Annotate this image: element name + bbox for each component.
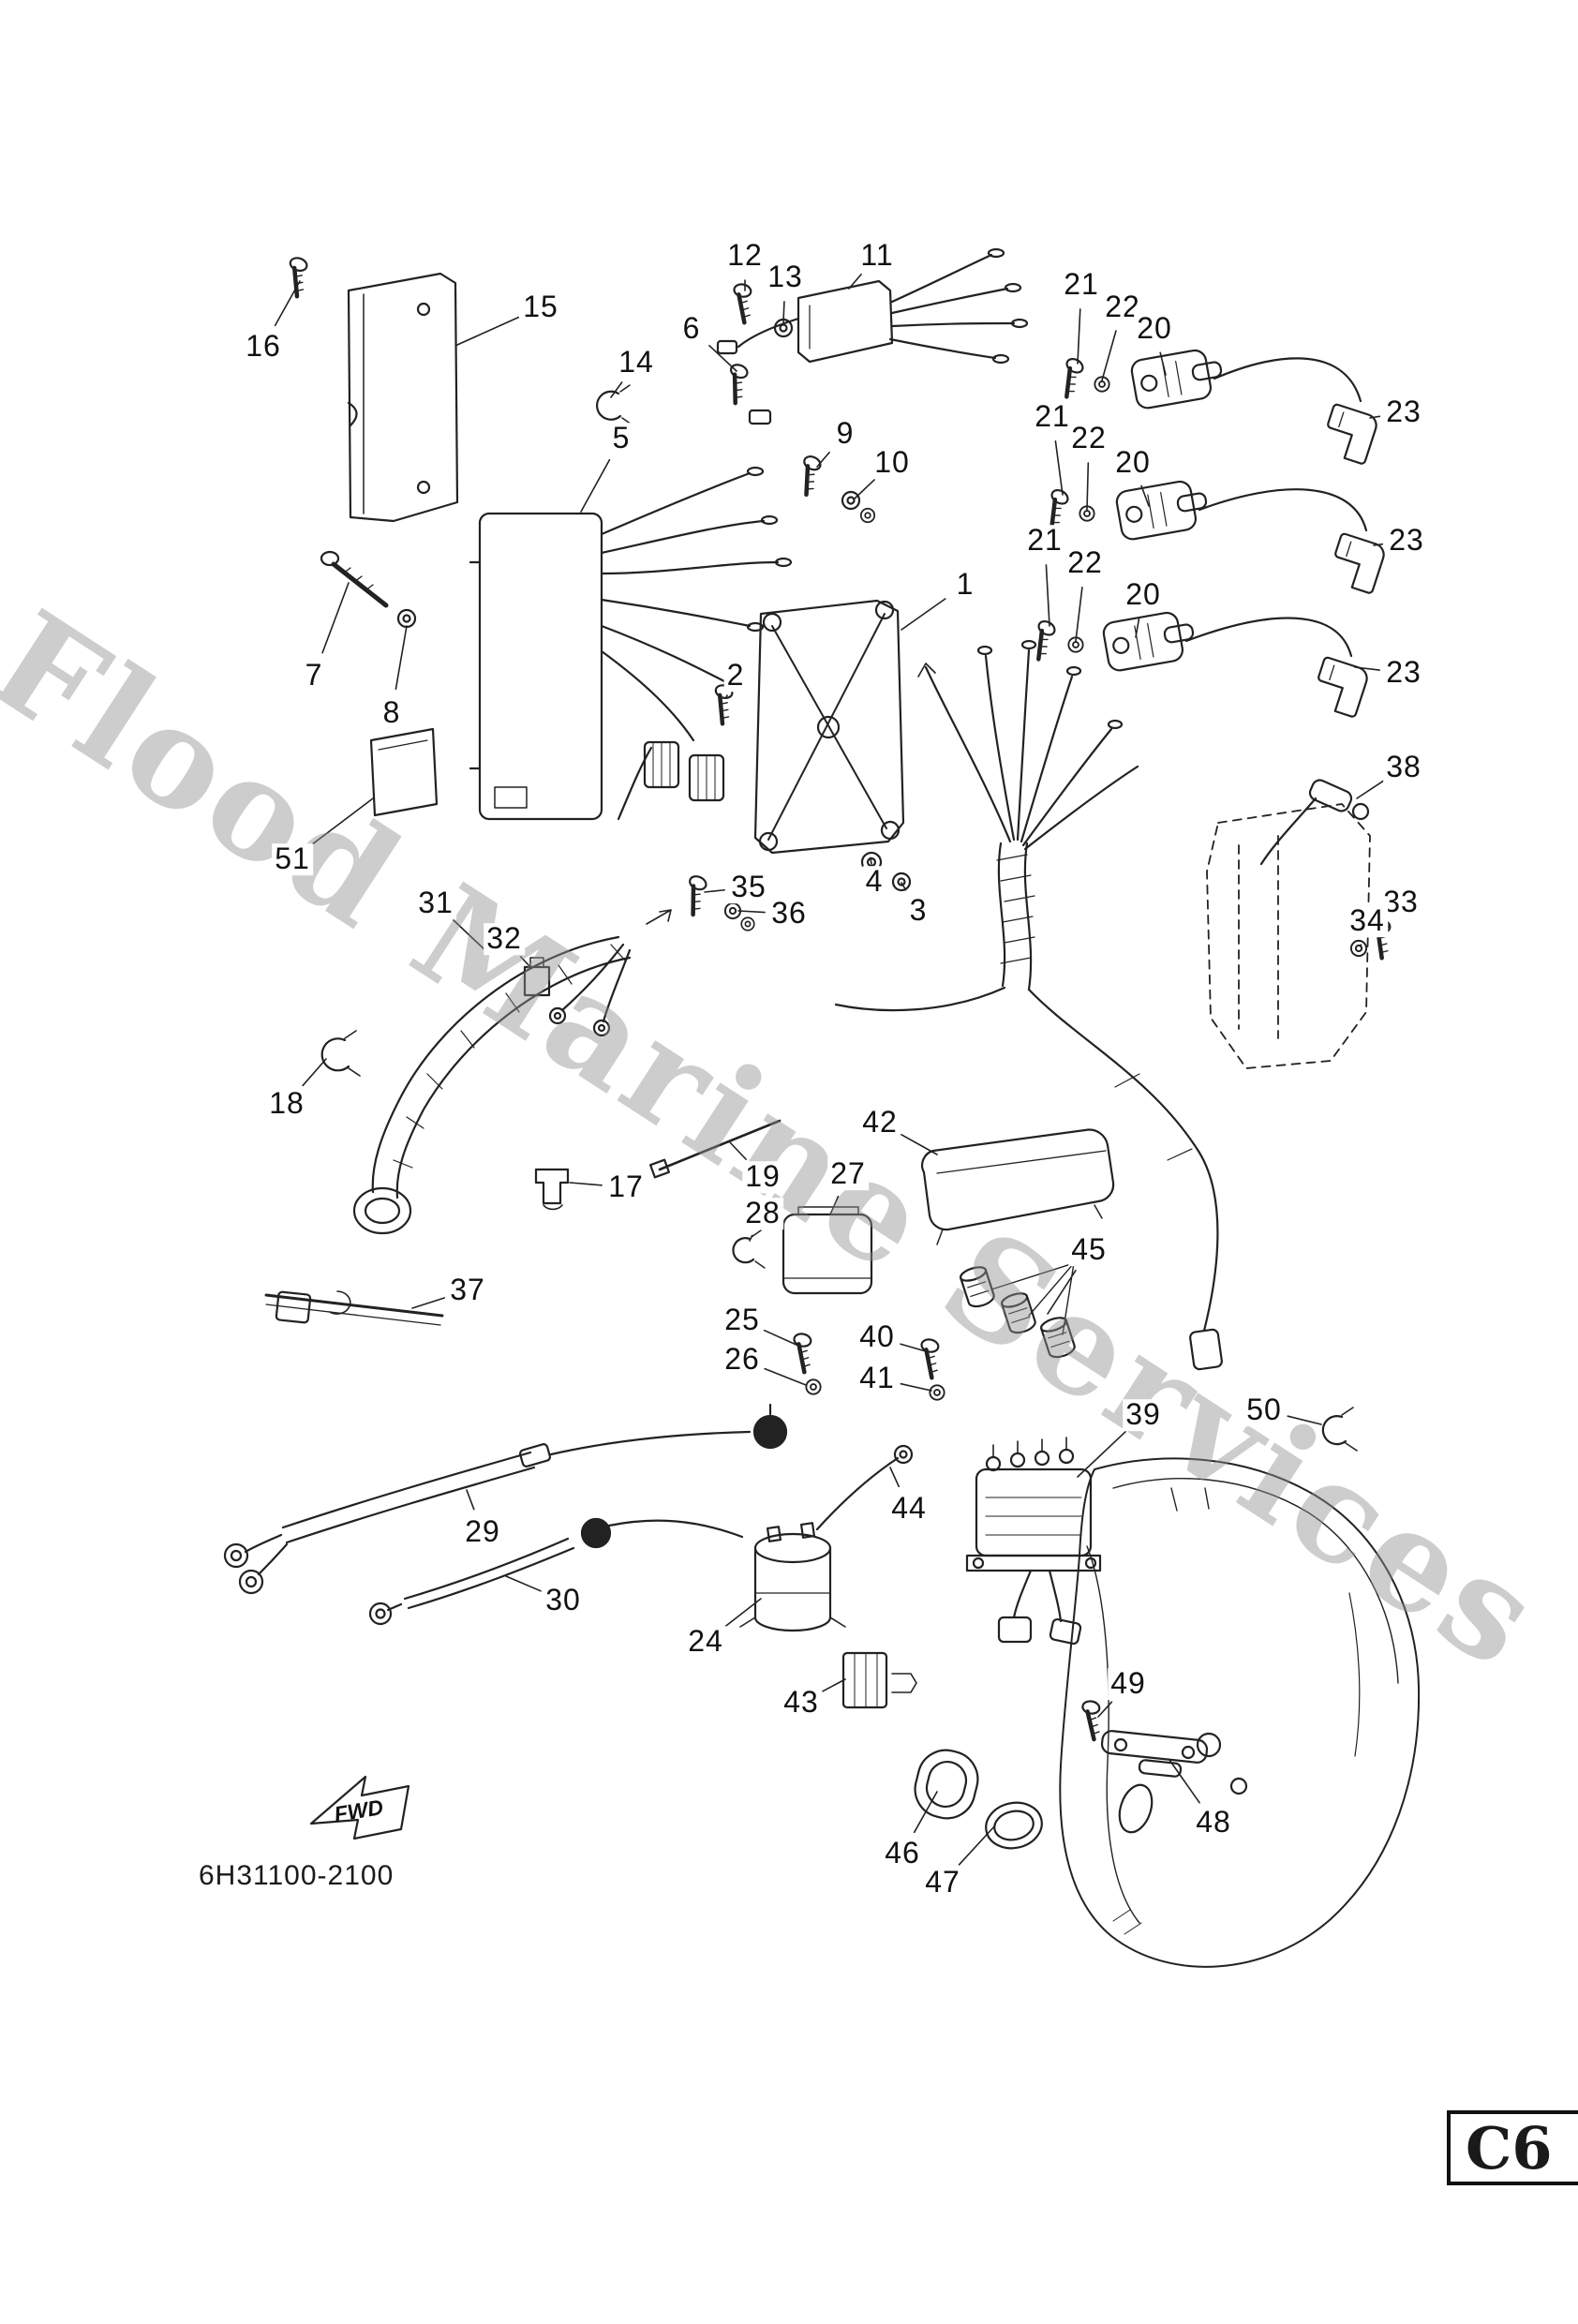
page-code: C6: [1466, 2113, 1553, 2182]
callout-5: 5: [609, 423, 633, 454]
callout-8: 8: [380, 697, 404, 729]
terminal-cover-42: [921, 1128, 1115, 1245]
mount-bolt: [320, 550, 417, 629]
callout-36: 36: [768, 898, 810, 930]
starter-relay: [739, 1333, 945, 1632]
callout-29: 29: [462, 1516, 503, 1548]
callout-48: 48: [1193, 1807, 1234, 1839]
callout-17: 17: [605, 1171, 647, 1203]
callout-41: 41: [856, 1363, 898, 1394]
callout-49: 49: [1108, 1668, 1149, 1700]
callout-32: 32: [484, 923, 525, 955]
callout-34: 34: [1347, 905, 1388, 937]
callout-2: 2: [723, 660, 748, 692]
callout-12: 12: [724, 240, 766, 272]
lead-wire-38: [1259, 779, 1395, 959]
callout-23: 23: [1383, 657, 1424, 689]
callout-37: 37: [447, 1274, 488, 1306]
remote-control-harness: [352, 909, 672, 1235]
callout-28: 28: [742, 1198, 783, 1229]
callout-6: 6: [679, 313, 704, 345]
battery-cable-30: [368, 1517, 744, 1626]
callout-46: 46: [882, 1838, 923, 1870]
callout-14: 14: [616, 347, 657, 379]
harness-clip-50: [1321, 1407, 1358, 1452]
callout-10: 10: [871, 447, 913, 479]
callout-22: 22: [1068, 423, 1109, 454]
grommet-46: [914, 1749, 979, 1820]
callout-23: 23: [1383, 396, 1424, 428]
callout-51: 51: [272, 843, 313, 875]
callout-25: 25: [722, 1304, 763, 1336]
ignition-coil-2: [1037, 476, 1388, 595]
ignition-coil-3: [1024, 607, 1371, 719]
callout-21: 21: [1061, 269, 1102, 301]
callout-18: 18: [266, 1088, 307, 1120]
callout-22: 22: [1064, 547, 1106, 579]
electrical-cover-panel: [281, 256, 459, 523]
callout-31: 31: [415, 887, 456, 919]
callout-23: 23: [1386, 525, 1427, 557]
callout-38: 38: [1383, 752, 1424, 783]
callout-47: 47: [922, 1867, 963, 1899]
harness-clamp-17: [534, 1168, 570, 1211]
drawing-number: 6H31100-2100: [199, 1860, 394, 1891]
page-code-box: C6: [1447, 2110, 1578, 2185]
callout-43: 43: [781, 1687, 822, 1719]
callout-leader-lines: [274, 273, 1391, 1866]
callout-27: 27: [827, 1158, 869, 1190]
rectifier-unit: [595, 247, 1029, 425]
electrical-bracket: [707, 599, 912, 892]
label-plate: [369, 727, 439, 817]
callout-45: 45: [1068, 1234, 1109, 1266]
callout-30: 30: [543, 1585, 584, 1616]
callout-7: 7: [302, 660, 326, 692]
callout-15: 15: [520, 291, 561, 323]
harness-clip-18: [320, 1030, 361, 1077]
callout-39: 39: [1123, 1399, 1164, 1431]
callout-19: 19: [742, 1161, 783, 1193]
callout-42: 42: [859, 1107, 901, 1139]
bottom-cowling: [1059, 1457, 1421, 1968]
callout-20: 20: [1112, 447, 1154, 479]
callout-20: 20: [1134, 313, 1175, 345]
terminal-cover-27: [732, 1206, 873, 1295]
callout-9: 9: [833, 418, 857, 450]
callout-3: 3: [906, 895, 930, 927]
rectifier-regulator: [965, 1437, 1102, 1646]
callout-11: 11: [857, 240, 897, 272]
cable-tie-37: [264, 1290, 444, 1326]
holder-plate-48: [1078, 1700, 1209, 1778]
callout-20: 20: [1123, 579, 1164, 611]
callout-35: 35: [728, 872, 769, 903]
callout-13: 13: [765, 261, 806, 293]
main-wire-harness: [834, 639, 1223, 1371]
callout-26: 26: [722, 1344, 763, 1376]
callout-24: 24: [685, 1626, 726, 1658]
cable-tie-19: [648, 1119, 782, 1179]
callout-50: 50: [1243, 1394, 1285, 1426]
engine-block-outline: [1206, 803, 1371, 1069]
battery-cable-29: [223, 1403, 788, 1595]
callout-4: 4: [862, 866, 886, 898]
callout-44: 44: [888, 1493, 930, 1525]
oring-47: [985, 1801, 1043, 1850]
callout-40: 40: [856, 1321, 898, 1353]
callout-21: 21: [1032, 401, 1073, 433]
callout-33: 33: [1380, 886, 1422, 918]
callout-1: 1: [953, 569, 977, 601]
ignition-coil-1: [1052, 345, 1380, 466]
callout-16: 16: [243, 331, 284, 363]
cdi-unit: [469, 466, 793, 821]
callout-21: 21: [1024, 525, 1065, 557]
